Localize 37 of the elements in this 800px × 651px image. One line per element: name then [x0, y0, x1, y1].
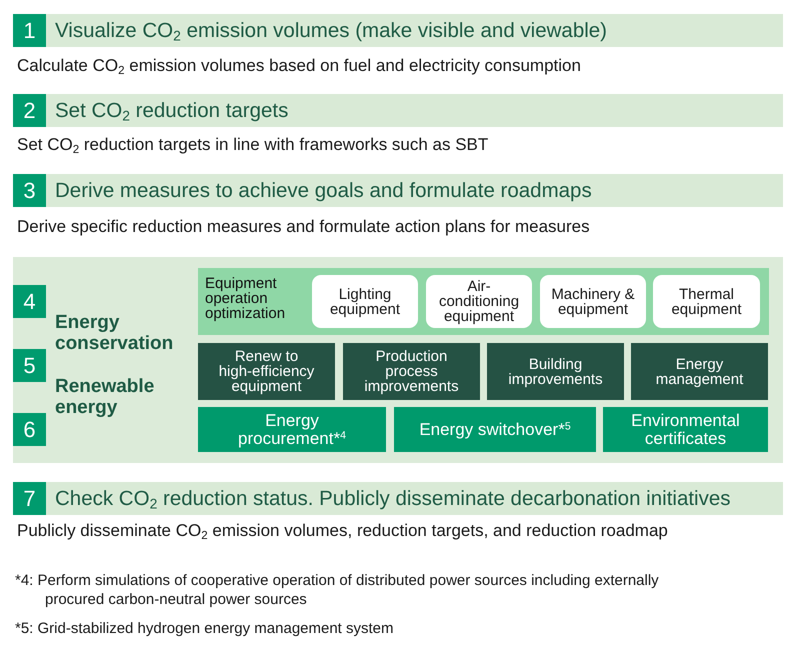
measure-box: Energy switchover*$^{5}$	[394, 407, 596, 452]
measure-box: Production process improvements	[343, 343, 480, 400]
step-heading: Visualize CO$_{2}$ emission volumes (make visible and viewable)	[55, 18, 608, 46]
panel-heading: Equipment operation optimization	[205, 276, 286, 321]
measure-box: Energy management	[631, 343, 768, 400]
step-number-square: 6	[13, 413, 46, 446]
step-description: Set CO$_{2}$ reduction targets in line with frameworks such as SBT	[17, 135, 488, 155]
step-description: Derive specific reduction measures and formulate action plans for measures	[17, 217, 590, 237]
step-description: Publicly disseminate CO$_{2}$ emission volumes, reduction targets, and reduction roadmap	[17, 521, 668, 541]
step-number-square: 4	[13, 285, 46, 318]
step-band	[13, 94, 783, 127]
measure-box: Environmental certificates	[603, 407, 768, 452]
category-heading: Renewable energy	[55, 376, 156, 418]
equipment-optimization-panel	[198, 268, 769, 335]
equipment-box: Thermal equipment	[653, 275, 760, 328]
step-heading: Set CO$_{2}$ reduction targets	[55, 98, 288, 126]
equipment-box: Machinery & equipment	[540, 275, 646, 328]
step-number-square: 5	[13, 349, 46, 382]
step-number-square: 3	[13, 174, 46, 207]
equipment-box: Lighting equipment	[312, 275, 418, 328]
step-number-square: 7	[13, 482, 46, 515]
measure-box: Energy procurement*$^{4}$	[198, 407, 386, 452]
measures-panel	[13, 257, 783, 463]
step-number-square: 1	[13, 14, 46, 47]
step-heading: Check CO$_{2}$ reduction status. Publicly disseminate decarbonation initiatives	[55, 486, 730, 514]
step-description: Calculate CO$_{2}$ emission volumes based on fuel and electricity consumption	[17, 56, 581, 76]
step-band	[13, 14, 783, 47]
footnote: *4: Perform simulations of cooperative operation of distributed power sources including externally procured carbon-neutral power sources	[15, 571, 660, 609]
measure-box: Building improvements	[487, 343, 624, 400]
footnote: *5: Grid-stabilized hydrogen energy management system	[15, 619, 395, 638]
step-number-square: 2	[13, 94, 46, 127]
category-heading: Energy conservation	[55, 312, 174, 354]
measure-box: Renew to high-efficiency equipment	[198, 343, 335, 400]
equipment-box: Air-conditioning equipment	[426, 275, 532, 328]
step-band	[13, 482, 783, 515]
step-band	[13, 174, 783, 207]
step-heading: Derive measures to achieve goals and formulate roadmaps	[55, 178, 592, 204]
